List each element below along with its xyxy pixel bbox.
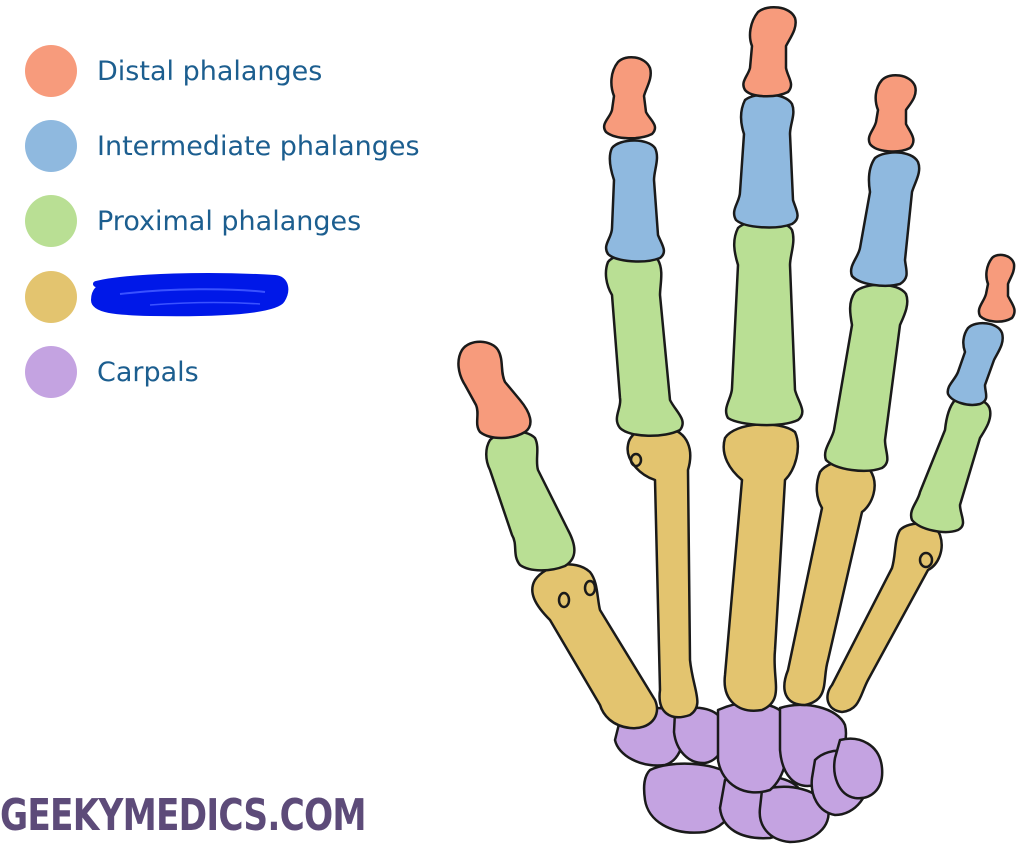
distal-phalanx-bones: [457, 5, 1016, 440]
metacarpal-bones: [531, 423, 943, 730]
foramen-mark: [583, 579, 597, 597]
intermediate-phalanges-swatch: [25, 120, 77, 172]
metacarpal-bone: [531, 563, 659, 730]
distal-phalanges-swatch: [25, 45, 77, 97]
foramen-mark: [557, 591, 571, 609]
intermediate-phalanx-bone: [946, 321, 1004, 407]
distal-phalanx-bone: [602, 55, 657, 140]
legend-label: Distal phalanges: [97, 55, 323, 87]
distal-phalanx-bone: [867, 73, 917, 153]
metacarpal-bone: [826, 522, 943, 714]
legend-item-hidden-label: [25, 271, 97, 323]
intermediate-phalanx-bone: [849, 151, 921, 287]
legend-label: Intermediate phalanges: [97, 130, 420, 162]
carpal-bone: [642, 762, 736, 834]
metacarpal-bone: [722, 423, 800, 712]
proximal-phalanx-bone: [909, 396, 992, 534]
foramen-mark: [629, 452, 643, 468]
carpal-bones: [613, 701, 884, 844]
legend-item-proximal-phalanges: Proximal phalanges: [25, 195, 361, 247]
intermediate-phalanx-bones: [604, 93, 1004, 407]
carpals-swatch: [25, 346, 77, 398]
distal-phalanx-bone: [457, 340, 532, 440]
proximal-phalanx-bone: [823, 283, 909, 472]
proximal-phalanx-bone: [724, 219, 804, 427]
proximal-phalanx-bones: [485, 219, 992, 572]
distal-phalanx-bone: [977, 253, 1016, 323]
bone-details: [557, 452, 934, 609]
legend-item-carpals: Carpals: [25, 346, 199, 398]
proximal-phalanx-bone: [485, 430, 576, 572]
legend-item-intermediate-phalanges: Intermediate phalanges: [25, 120, 420, 172]
intermediate-phalanx-bone: [604, 139, 666, 263]
legend-label: Proximal phalanges: [97, 205, 362, 237]
legend-item-distal-phalanges: Distal phalanges: [25, 45, 322, 97]
proximal-phalanx-bone: [604, 252, 684, 438]
proximal-phalanges-swatch: [25, 195, 77, 247]
intermediate-phalanx-bone: [732, 93, 799, 229]
carpal-bone: [758, 785, 830, 844]
metacarpals-swatch: [25, 271, 77, 323]
legend-label: Carpals: [97, 356, 199, 388]
foramen-mark: [918, 551, 934, 569]
redaction-scribble: [90, 273, 289, 317]
site-brand-logo: GEEKYMEDICS.COM: [0, 790, 367, 841]
carpal-bone: [833, 737, 884, 800]
carpal-bone: [716, 701, 790, 794]
distal-phalanx-bone: [742, 5, 797, 98]
